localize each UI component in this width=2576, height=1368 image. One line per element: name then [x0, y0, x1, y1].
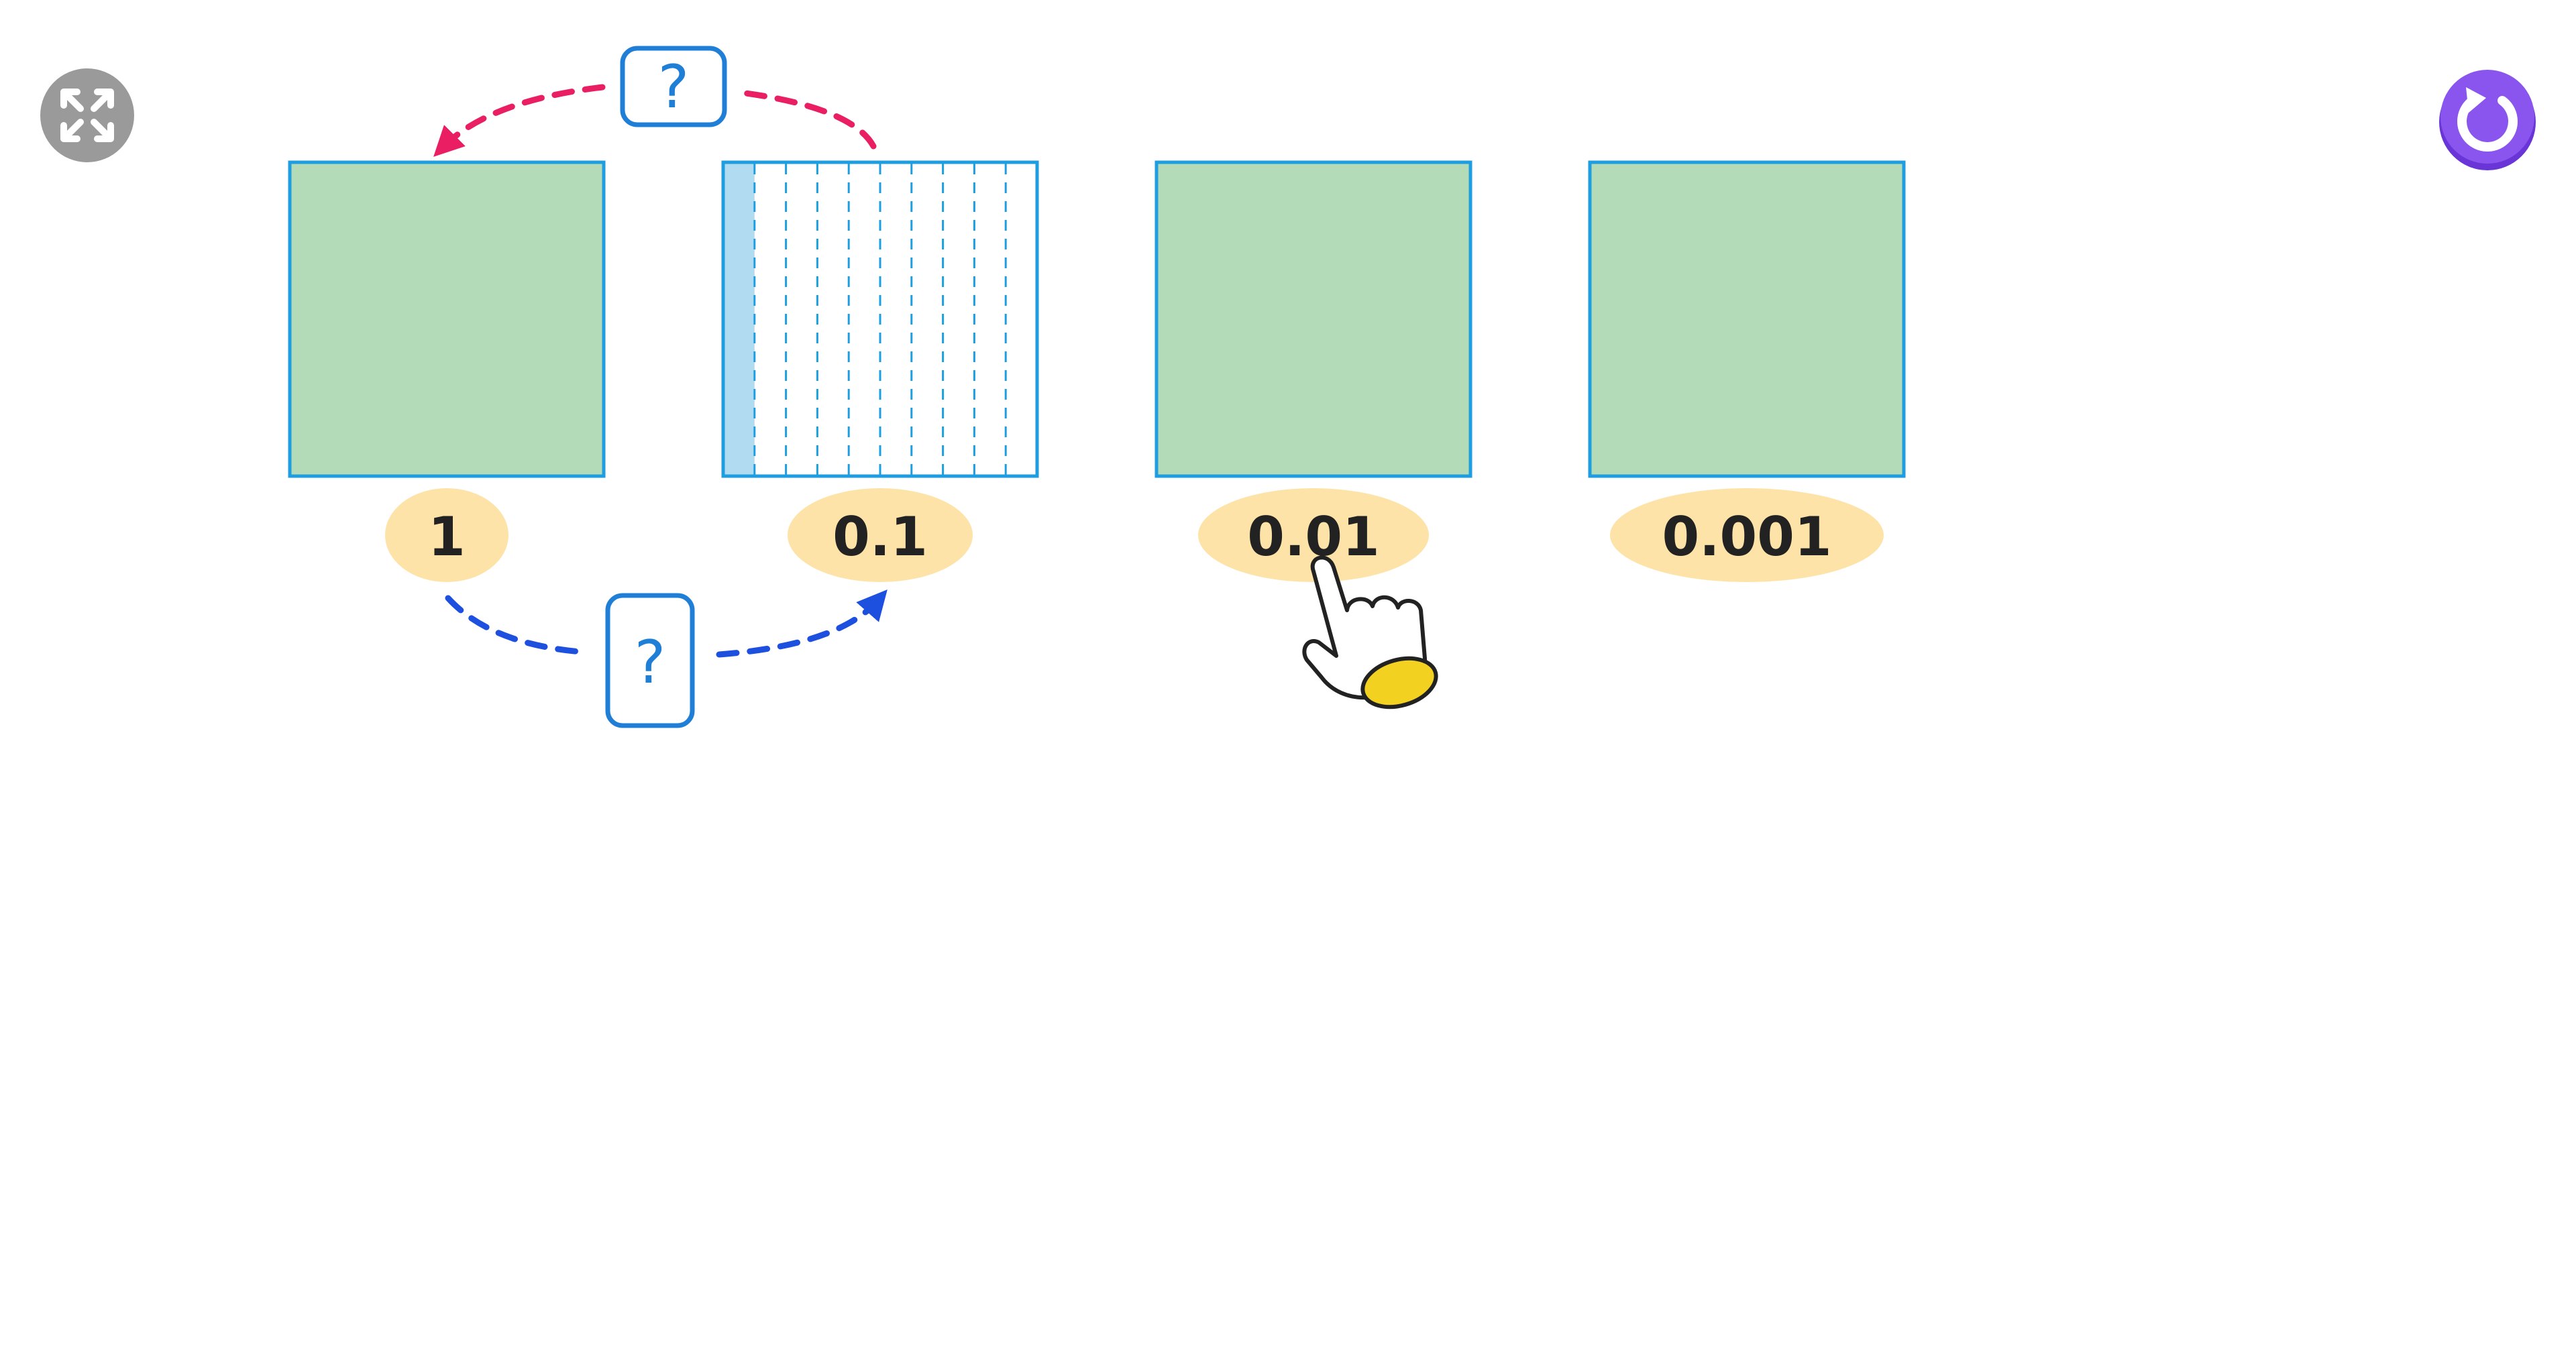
bottom-relation-arrow	[445, 589, 888, 658]
top-relation-arrow	[433, 84, 877, 157]
fullscreen-button[interactable]	[40, 68, 134, 162]
hand-pointer-icon	[1302, 555, 1438, 709]
unit-square-1	[288, 160, 606, 478]
thousandths-square	[1588, 160, 1906, 478]
label-0-01[interactable]: 0.01	[1198, 488, 1429, 582]
label-0-001-text: 0.001	[1662, 506, 1831, 568]
top-question-mark: ?	[658, 52, 690, 121]
tenth-highlight	[724, 164, 755, 475]
bottom-question-mark: ?	[635, 628, 666, 697]
label-1-text: 1	[428, 506, 466, 568]
reset-button[interactable]	[2439, 70, 2536, 170]
label-0-001[interactable]: 0.001	[1610, 488, 1884, 582]
refresh-icon	[2457, 87, 2518, 152]
label-0-1-text: 0.1	[833, 506, 928, 568]
top-question-box[interactable]: ?	[620, 46, 727, 127]
label-0-01-text: 0.01	[1247, 506, 1379, 568]
bottom-question-box[interactable]: ?	[605, 593, 695, 728]
tenths-square	[721, 160, 1039, 478]
label-1[interactable]: 1	[385, 488, 508, 582]
hundredths-square	[1155, 160, 1472, 478]
expand-icon	[60, 89, 114, 142]
label-0-1[interactable]: 0.1	[788, 488, 973, 582]
